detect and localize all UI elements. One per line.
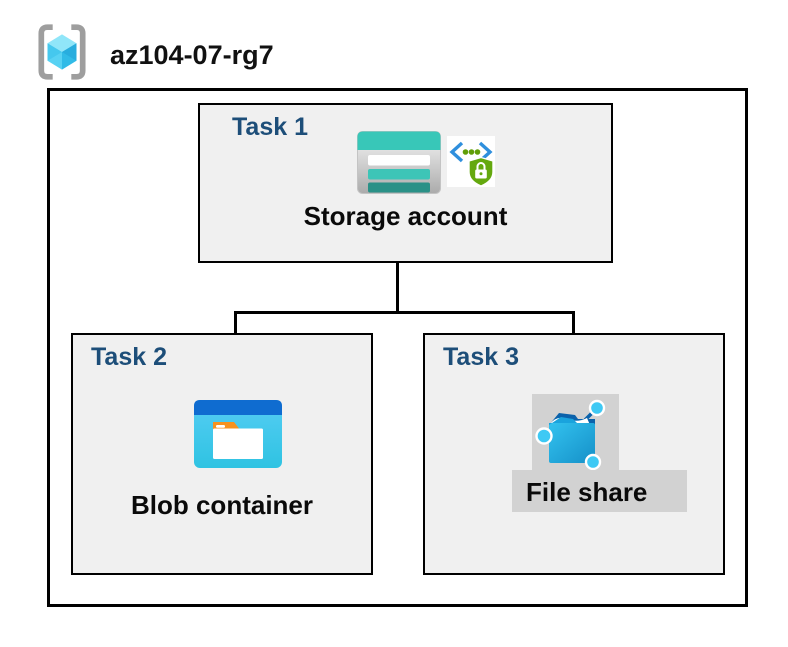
task2-label: Task 2 (91, 343, 167, 371)
fileshare-icon-highlight (532, 394, 619, 474)
resource-group-icon (38, 24, 86, 80)
task3-box: Task 3 (423, 333, 725, 575)
blob-container-label: Blob container (130, 490, 313, 520)
secure-access-icon (447, 136, 495, 187)
fileshare-label-highlight: File share (512, 470, 687, 512)
connector-horizontal (234, 311, 575, 314)
task1-label: Task 1 (232, 113, 308, 141)
task2-box: Task 2 Blob container (71, 333, 373, 575)
storage-account-icon (357, 131, 441, 194)
task1-box: Task 1 Storage (198, 103, 613, 263)
storage-account-label: Storage account (303, 201, 508, 231)
file-share-label: File share (526, 477, 648, 507)
connector-storage-stem (396, 261, 399, 314)
resource-group-name: az104-07-rg7 (110, 40, 274, 70)
blob-container-icon (194, 400, 282, 468)
file-share-icon (535, 399, 606, 470)
task3-label: Task 3 (443, 343, 519, 371)
